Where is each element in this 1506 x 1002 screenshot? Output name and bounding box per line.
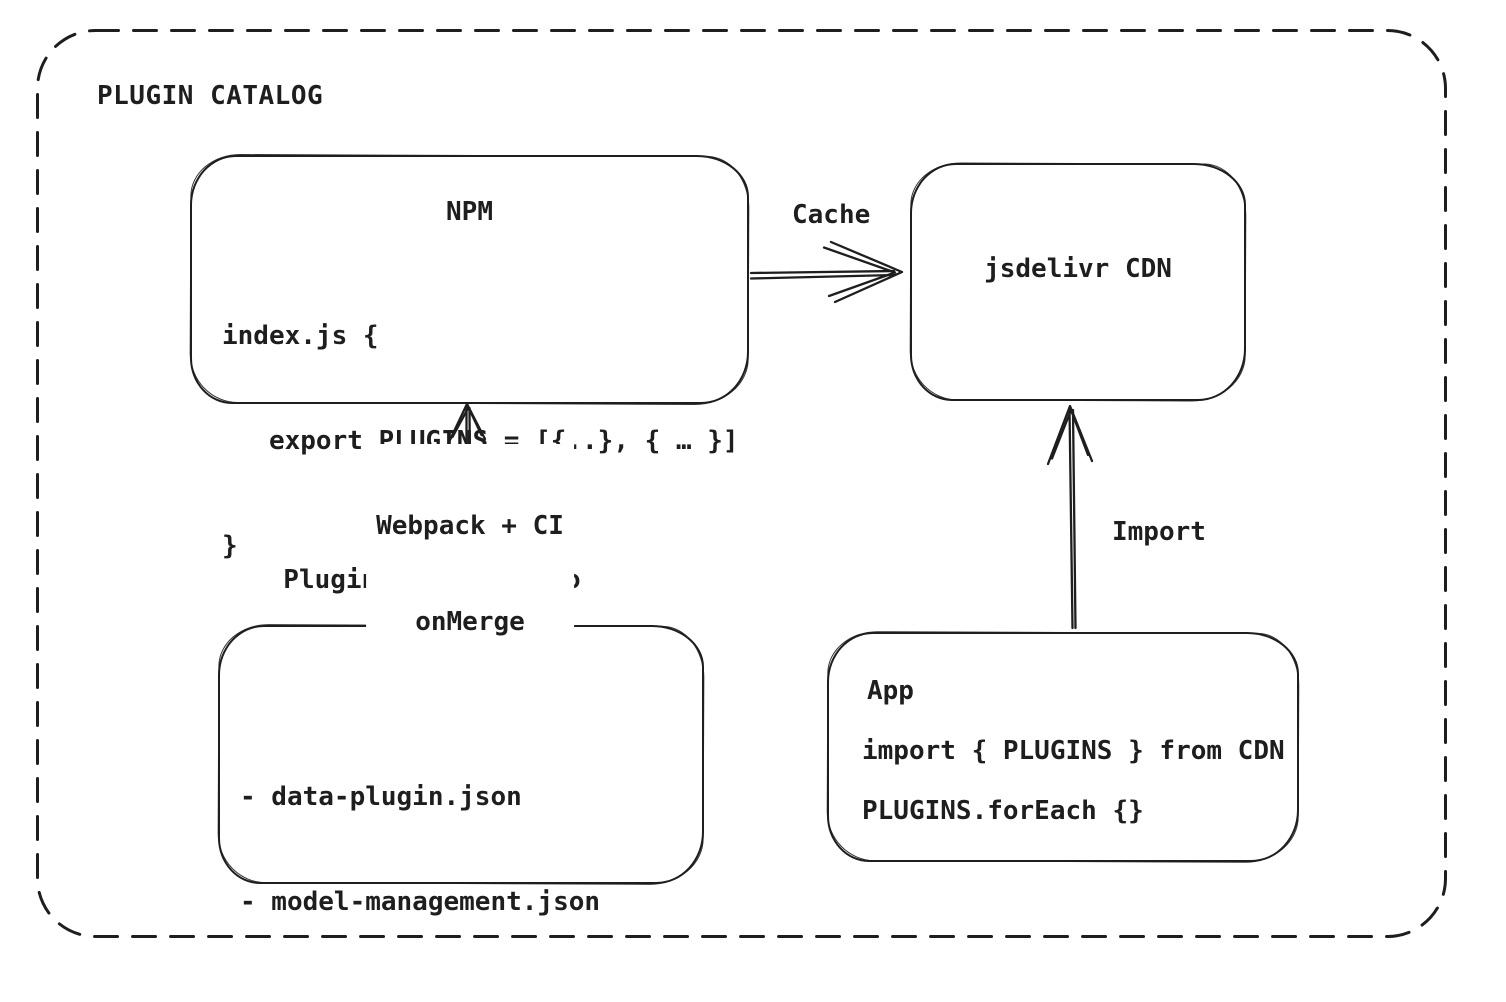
build-arrow-label: Webpack + CI onMerge xyxy=(366,444,574,704)
cdn-node-title: jsdelivr CDN xyxy=(984,254,1172,284)
catalog-title: PLUGIN CATALOG xyxy=(97,81,324,111)
app-code-line: PLUGINS.forEach {} xyxy=(862,796,1144,826)
cdn-node: jsdelivr CDN xyxy=(910,163,1246,401)
npm-code-line: index.js { xyxy=(222,321,379,351)
repo-file-item: ... xyxy=(240,990,600,1002)
cache-arrow-label: Cache xyxy=(788,200,875,230)
app-code-line: import { PLUGINS } from CDN xyxy=(862,736,1285,766)
build-arrow-label-line1: Webpack + CI xyxy=(376,511,564,541)
import-arrow-label: Import xyxy=(1108,517,1210,547)
build-arrow-label-line2: onMerge xyxy=(415,607,525,637)
cache-arrow xyxy=(749,240,904,304)
npm-node-title: NPM xyxy=(446,197,493,227)
app-node: App import { PLUGINS } from CDN PLUGINS.… xyxy=(827,632,1299,862)
repo-file-item: - data-plugin.json xyxy=(240,782,522,812)
import-arrow xyxy=(1046,404,1094,630)
repo-file-item: - model-management.json xyxy=(240,887,601,917)
app-node-title: App xyxy=(867,676,914,706)
npm-node: NPM index.js { export PLUGINS = [{..}, {… xyxy=(190,155,749,561)
repo-file-list: - data-plugin.json - model-management.js… xyxy=(240,710,600,1002)
